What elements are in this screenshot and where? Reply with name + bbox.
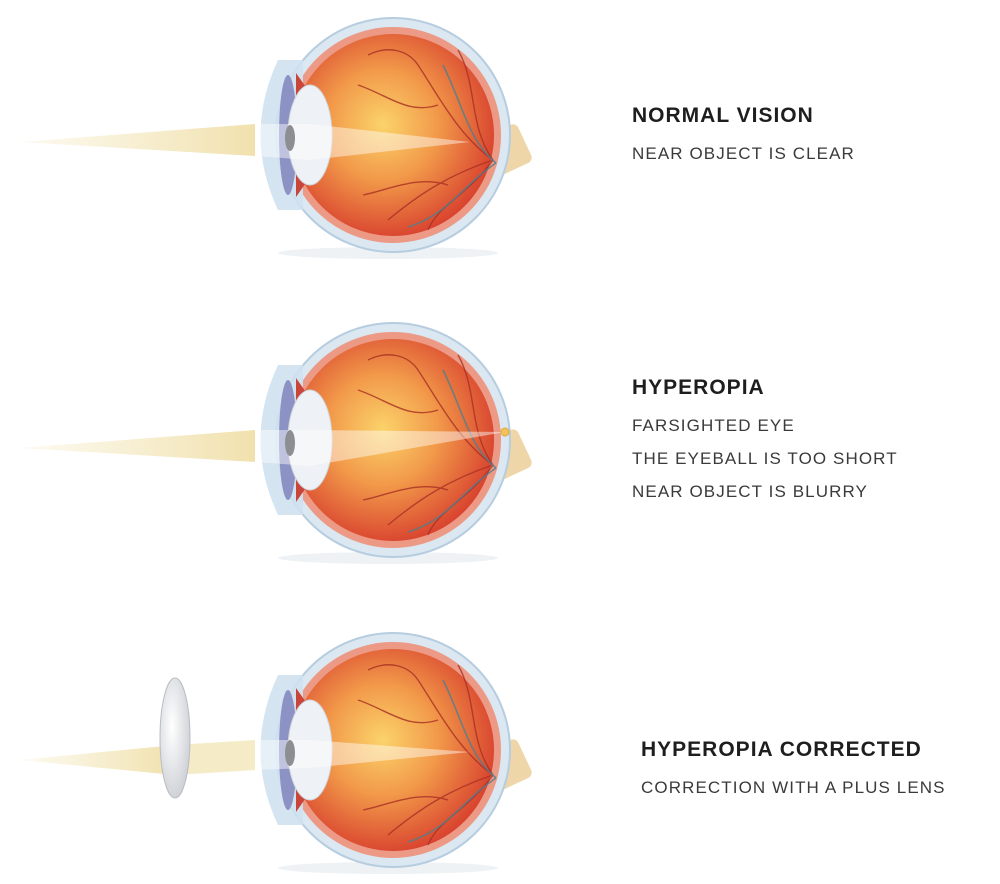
plus-lens-icon (159, 677, 191, 799)
section-line: NEAR OBJECT IS CLEAR (632, 144, 855, 163)
section-title: NORMAL VISION (632, 104, 814, 127)
hyperopia-eye (20, 322, 535, 565)
section-line: THE EYEBALL IS TOO SHORT (632, 449, 898, 468)
focused-ray (255, 740, 470, 770)
converging-beam (175, 740, 255, 775)
normal-vision-label: NORMAL VISION NEAR OBJECT IS CLEAR (632, 104, 855, 170)
light-beam (20, 745, 175, 775)
focal-point-behind-retina (500, 427, 510, 437)
corrected-eye (20, 632, 535, 875)
unfocused-ray (255, 430, 505, 466)
light-beam (20, 430, 255, 462)
section-title: HYPEROPIA CORRECTED (641, 738, 922, 761)
section-title: HYPEROPIA (632, 376, 765, 399)
hyperopia-label: HYPEROPIA FARSIGHTED EYE THE EYEBALL IS … (632, 376, 898, 508)
hyperopia-corrected-label: HYPEROPIA CORRECTED CORRECTION WITH A PL… (641, 738, 946, 804)
section-line: FARSIGHTED EYE (632, 416, 795, 435)
normal-vision-eye (20, 17, 535, 260)
section-line: NEAR OBJECT IS BLURRY (632, 482, 868, 501)
light-beam (20, 124, 255, 156)
focused-ray (255, 124, 470, 160)
section-line: CORRECTION WITH A PLUS LENS (641, 778, 946, 797)
